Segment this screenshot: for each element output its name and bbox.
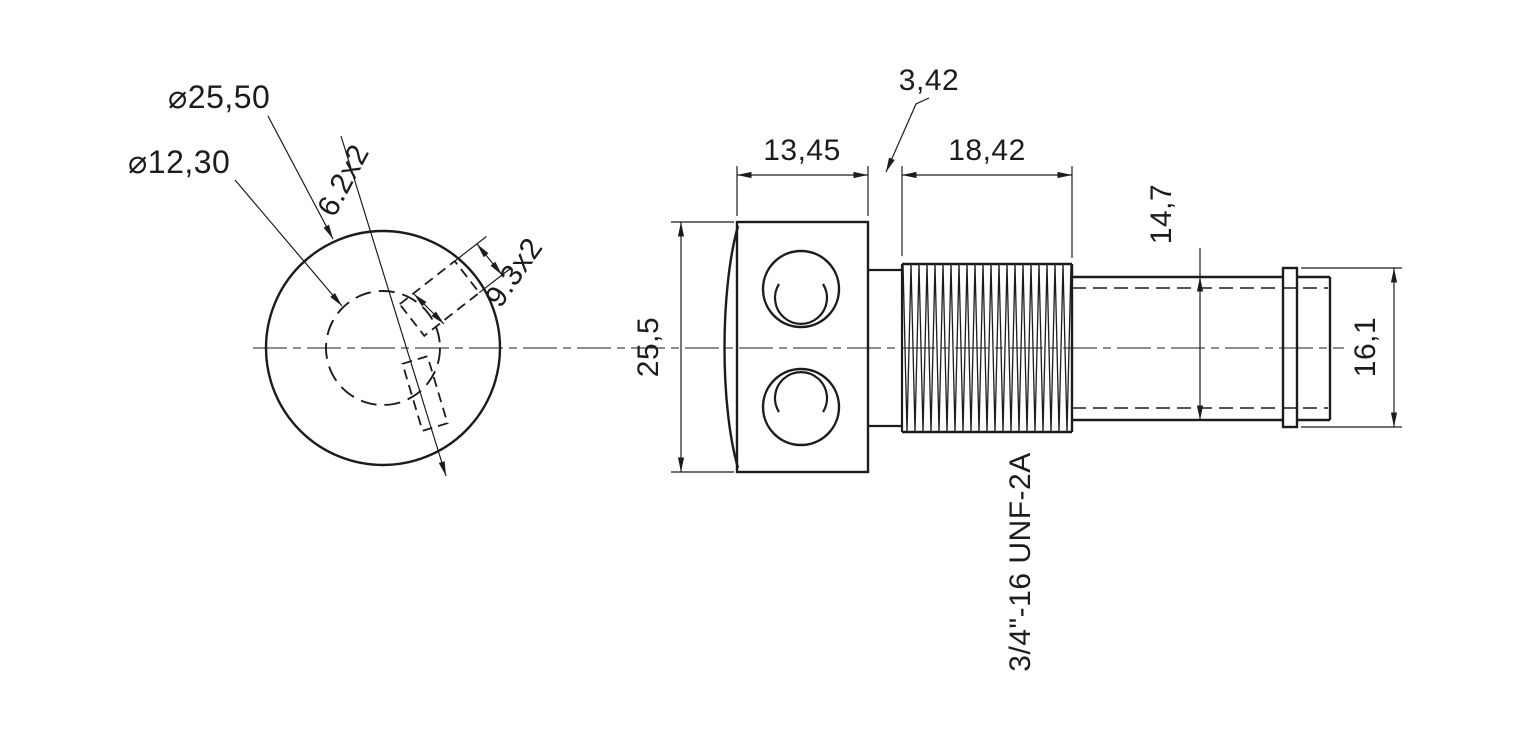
thread-spec-label: 3/4"-16 UNF-2A — [1004, 452, 1037, 671]
groove-width-label: 3,42 — [899, 64, 959, 97]
slot-large-label: 9.3x2 — [479, 232, 550, 313]
slot-large-dimension-line — [476, 243, 503, 276]
slot-axis-line — [340, 135, 447, 477]
outer-circle — [264, 229, 502, 467]
body-width-label: 13,45 — [763, 134, 841, 167]
inner-diameter-leader — [234, 179, 343, 307]
front-view — [234, 115, 512, 477]
slot-small-label: 6.2x2 — [311, 139, 376, 222]
groove-width-leader — [885, 97, 930, 173]
slot-large-extension-line-2 — [454, 236, 487, 262]
side-view — [723, 220, 1332, 474]
body-outline — [735, 220, 870, 474]
body-left-face-arc — [723, 225, 740, 469]
outer-diameter-label: ⌀25,50 — [168, 79, 270, 115]
lower-hole-outer — [761, 367, 841, 447]
thread-length-label: 18,42 — [948, 134, 1026, 167]
shaft-diameter-label: 14,7 — [1145, 184, 1178, 244]
slot-small-dimension-line — [413, 293, 445, 325]
inner-diameter-label: ⌀12,30 — [128, 144, 230, 180]
cross-hole-large-hidden-outline — [398, 259, 481, 338]
inner-hole-circle — [325, 290, 441, 406]
lower-hole-inner-arc — [773, 371, 829, 413]
cross-hole-small-hidden-outline — [401, 355, 449, 432]
end-diameter-label: 16,1 — [1349, 317, 1382, 377]
body-diameter-label: 25,5 — [632, 317, 665, 377]
thread-zigzag — [902, 263, 1072, 433]
slot-large-extension-line-1 — [478, 267, 512, 294]
end-collar — [1281, 266, 1299, 429]
outer-diameter-leader — [267, 115, 334, 240]
upper-hole-outer — [761, 249, 841, 329]
dimensions — [671, 97, 1402, 473]
upper-hole-inner-arc — [773, 283, 829, 325]
